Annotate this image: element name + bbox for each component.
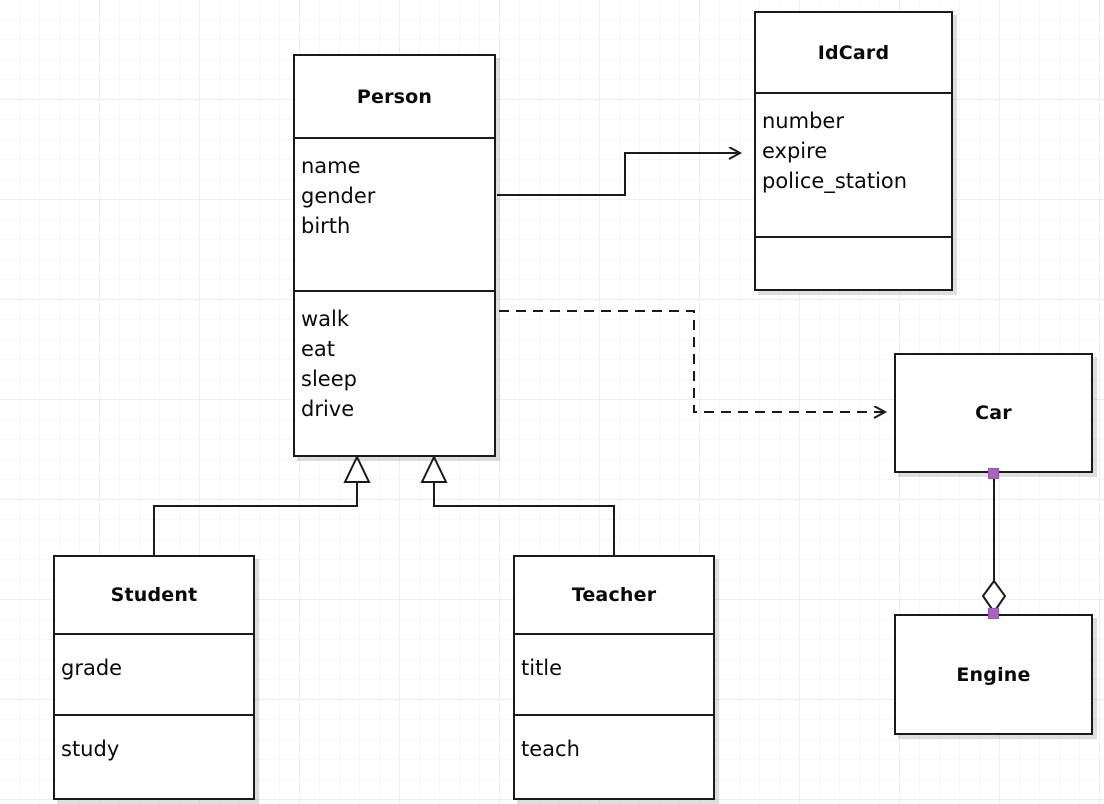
class-name-engine: Engine <box>956 663 1031 686</box>
operations-teacher: teach <box>515 714 713 798</box>
class-box-teacher[interactable]: Teacher title teach <box>513 555 715 800</box>
attributes-person: name gender birth <box>295 137 494 290</box>
class-box-student[interactable]: Student grade study <box>53 555 255 800</box>
operations-student: study <box>55 714 253 798</box>
class-name-person: Person <box>356 85 433 108</box>
class-name-teacher: Teacher <box>571 584 657 606</box>
operations-idcard <box>756 236 951 289</box>
class-box-idcard[interactable]: IdCard number expire police_station <box>754 11 953 291</box>
class-box-person[interactable]: Person name gender birth walk eat sleep … <box>293 54 496 457</box>
attributes-idcard: number expire police_station <box>756 92 951 236</box>
operation-item: sleep <box>301 367 357 391</box>
association-person-idcard[interactable] <box>497 153 740 196</box>
dependency-person-car[interactable] <box>499 310 885 412</box>
operation-item: study <box>61 737 120 761</box>
connector-handle-engine-end[interactable] <box>988 608 999 619</box>
attributes-student: grade <box>55 633 253 714</box>
class-name-car: Car <box>975 402 1012 424</box>
class-box-engine[interactable]: Engine <box>894 614 1093 735</box>
generalization-teacher-person[interactable] <box>420 454 615 556</box>
attributes-teacher: title <box>515 633 713 714</box>
attribute-item: gender <box>301 184 376 208</box>
class-box-car[interactable]: Car <box>894 353 1093 473</box>
generalization-student-person[interactable] <box>153 454 371 556</box>
attribute-item: birth <box>301 214 351 238</box>
operation-item: walk <box>301 307 350 331</box>
connector-handle-car-end[interactable] <box>988 468 999 479</box>
class-name-student: Student <box>110 584 198 606</box>
operation-item: teach <box>521 737 580 761</box>
hollow-triangle-icon <box>420 454 448 483</box>
class-name-idcard: IdCard <box>817 41 890 64</box>
operation-item: eat <box>301 337 336 361</box>
attribute-item: police_station <box>762 169 908 193</box>
operations-person: walk eat sleep drive <box>295 290 494 455</box>
attribute-item: expire <box>762 139 828 163</box>
attribute-item: grade <box>61 656 123 680</box>
operation-item: drive <box>301 397 355 421</box>
aggregation-car-engine[interactable] <box>981 473 1007 614</box>
attribute-item: number <box>762 109 844 133</box>
hollow-triangle-icon <box>343 454 371 483</box>
attribute-item: name <box>301 154 361 178</box>
attribute-item: title <box>521 656 563 680</box>
